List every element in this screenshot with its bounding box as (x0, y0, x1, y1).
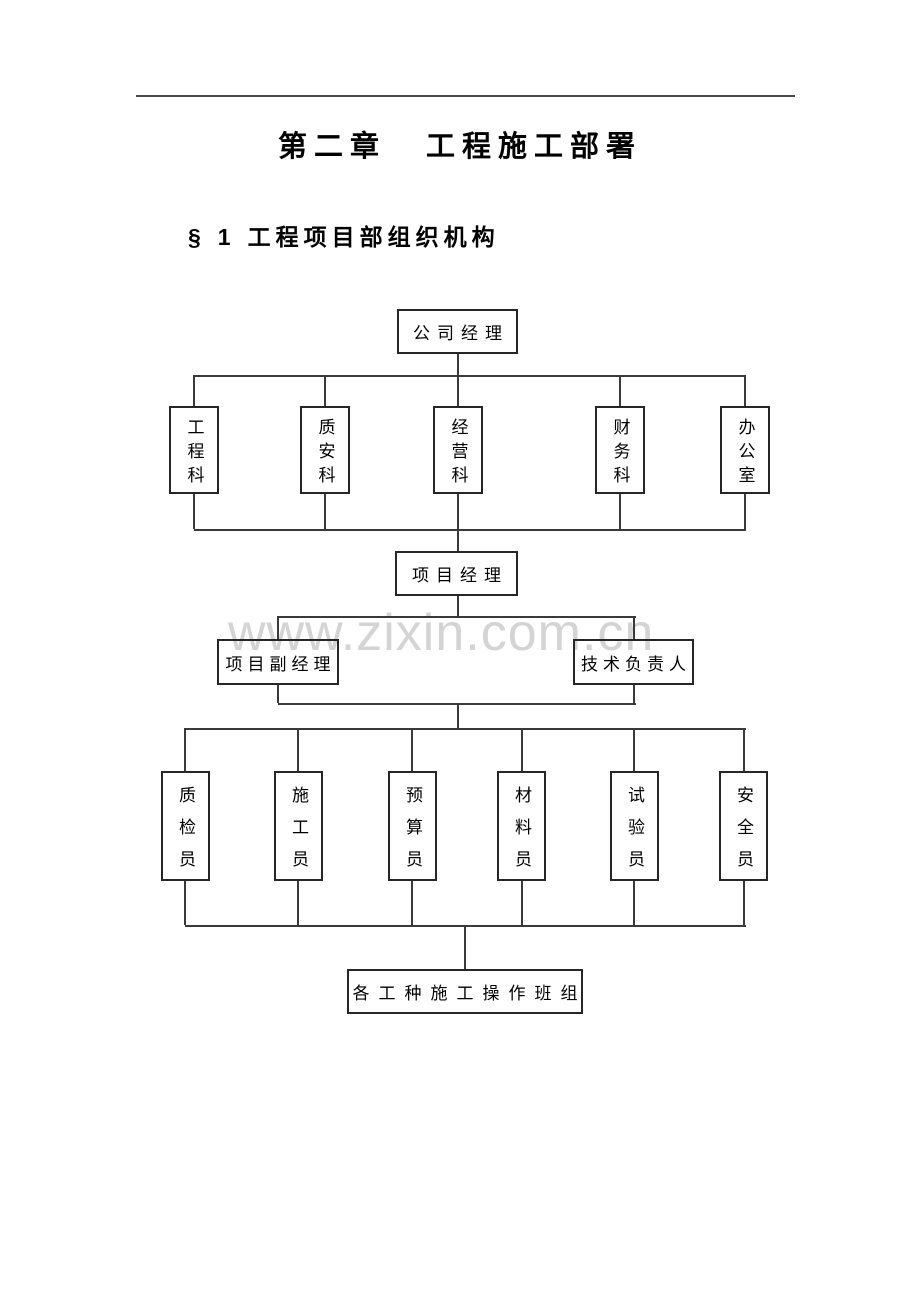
org-box-operations-dept: 经营科 (433, 406, 483, 494)
connector-line (743, 728, 745, 771)
org-box-material-officer: 材料员 (497, 771, 546, 882)
org-box-construction-worker: 施工员 (274, 771, 323, 882)
connector-line (194, 529, 746, 531)
connector-line (411, 881, 413, 925)
connector-line (277, 616, 279, 639)
org-box-finance-dept: 财务科 (595, 406, 645, 494)
connector-line (277, 685, 279, 703)
connector-line (743, 881, 745, 925)
connector-line (457, 531, 459, 551)
connector-line (184, 881, 186, 925)
connector-line (297, 728, 299, 771)
chapter-title-text: 工程施工部署 (426, 131, 643, 163)
watermark-text: www.zixin.com.cn (228, 604, 655, 662)
connector-line (464, 925, 466, 969)
org-box-project-manager: 项目经理 (395, 551, 518, 596)
org-box-office: 办公室 (720, 406, 770, 494)
connector-line (457, 494, 459, 529)
org-box-work-crews: 各工种施工操作班组 (347, 969, 583, 1014)
connector-line (411, 728, 413, 771)
connector-line (633, 616, 635, 639)
connector-line (521, 728, 523, 771)
connector-line (324, 494, 326, 529)
connector-line (633, 728, 635, 771)
chapter-title: 第二章 工程施工部署 (0, 130, 920, 164)
connector-line (457, 705, 459, 728)
section-number: 1 (217, 224, 231, 250)
org-box-test-officer: 试验员 (610, 771, 659, 882)
connector-line (633, 685, 635, 703)
connector-line (324, 375, 326, 406)
section-marker: § (188, 224, 201, 250)
section-heading: § 1 工程项目部组织机构 (188, 223, 500, 251)
section-title-text: 工程项目部组织机构 (247, 224, 500, 250)
org-box-budget-officer: 预算员 (388, 771, 437, 882)
connector-line (521, 881, 523, 925)
connector-line (194, 375, 746, 377)
org-box-deputy-project-manager: 项目副经理 (217, 639, 339, 685)
chapter-number: 第二章 (277, 131, 386, 163)
connector-line (744, 375, 746, 406)
connector-line (278, 616, 636, 618)
connector-line (193, 494, 195, 529)
connector-line (185, 728, 746, 730)
connector-line (457, 375, 459, 406)
header-rule (136, 95, 795, 97)
connector-line (193, 375, 195, 406)
connector-line (633, 881, 635, 925)
org-box-technical-director: 技术负责人 (573, 639, 694, 685)
connector-line (619, 494, 621, 529)
org-box-engineering-dept: 工程科 (169, 406, 219, 494)
connector-line (619, 375, 621, 406)
connector-line (278, 703, 636, 705)
connector-line (297, 881, 299, 925)
connector-line (184, 728, 186, 771)
org-box-safety-officer: 安全员 (719, 771, 768, 882)
org-box-quality-inspector: 质检员 (161, 771, 210, 882)
connector-line (457, 354, 459, 375)
org-box-company-manager: 公司经理 (397, 309, 518, 354)
org-box-quality-safety-dept: 质安科 (300, 406, 350, 494)
connector-line (457, 596, 459, 616)
connector-line (744, 494, 746, 529)
